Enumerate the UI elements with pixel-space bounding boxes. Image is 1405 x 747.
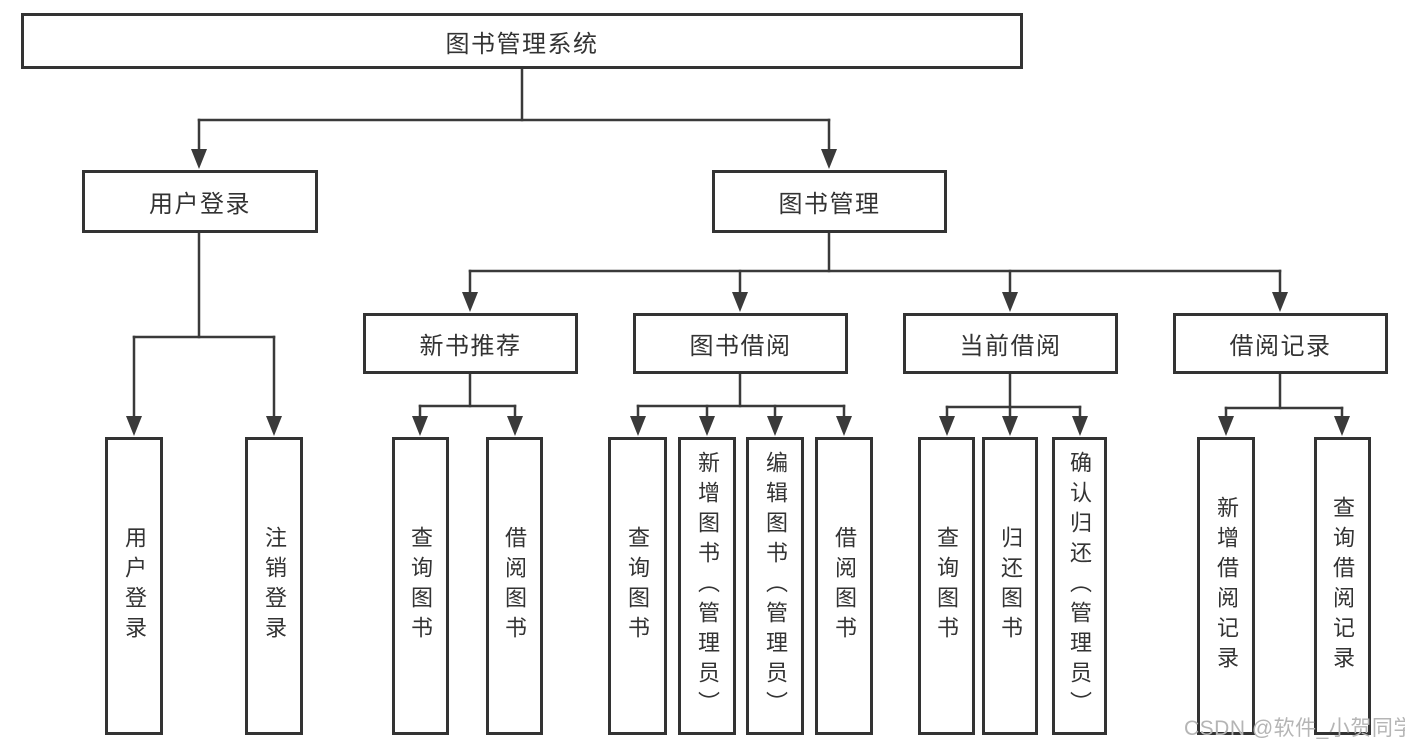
node-recommend-borrow-book: 借阅图书 [486, 437, 543, 735]
watermark-text: CSDN @软件_小贺同学 [1184, 717, 1405, 740]
node-borrow-add-book: 新增图书（管理员） [678, 437, 736, 735]
node-current-confirm-return: 确认归还（管理员） [1052, 437, 1107, 735]
node-borrow-query-book: 查询图书 [608, 437, 667, 735]
node-records-query-record: 查询借阅记录 [1314, 437, 1371, 735]
node-borrow-borrow-book: 借阅图书 [815, 437, 873, 735]
node-book-borrow: 图书借阅 [633, 313, 848, 374]
node-root: 图书管理系统 [21, 13, 1023, 69]
node-borrow-records: 借阅记录 [1173, 313, 1388, 374]
node-login-user: 用户登录 [105, 437, 163, 735]
node-new-book-recommend: 新书推荐 [363, 313, 578, 374]
node-current-query-book: 查询图书 [918, 437, 975, 735]
node-recommend-query-book: 查询图书 [392, 437, 449, 735]
node-current-borrow: 当前借阅 [903, 313, 1118, 374]
node-borrow-edit-book: 编辑图书（管理员） [746, 437, 804, 735]
node-records-add-record: 新增借阅记录 [1197, 437, 1255, 735]
node-current-return-book: 归还图书 [982, 437, 1038, 735]
node-user-login: 用户登录 [82, 170, 318, 233]
node-book-management: 图书管理 [712, 170, 947, 233]
node-logout-user: 注销登录 [245, 437, 303, 735]
